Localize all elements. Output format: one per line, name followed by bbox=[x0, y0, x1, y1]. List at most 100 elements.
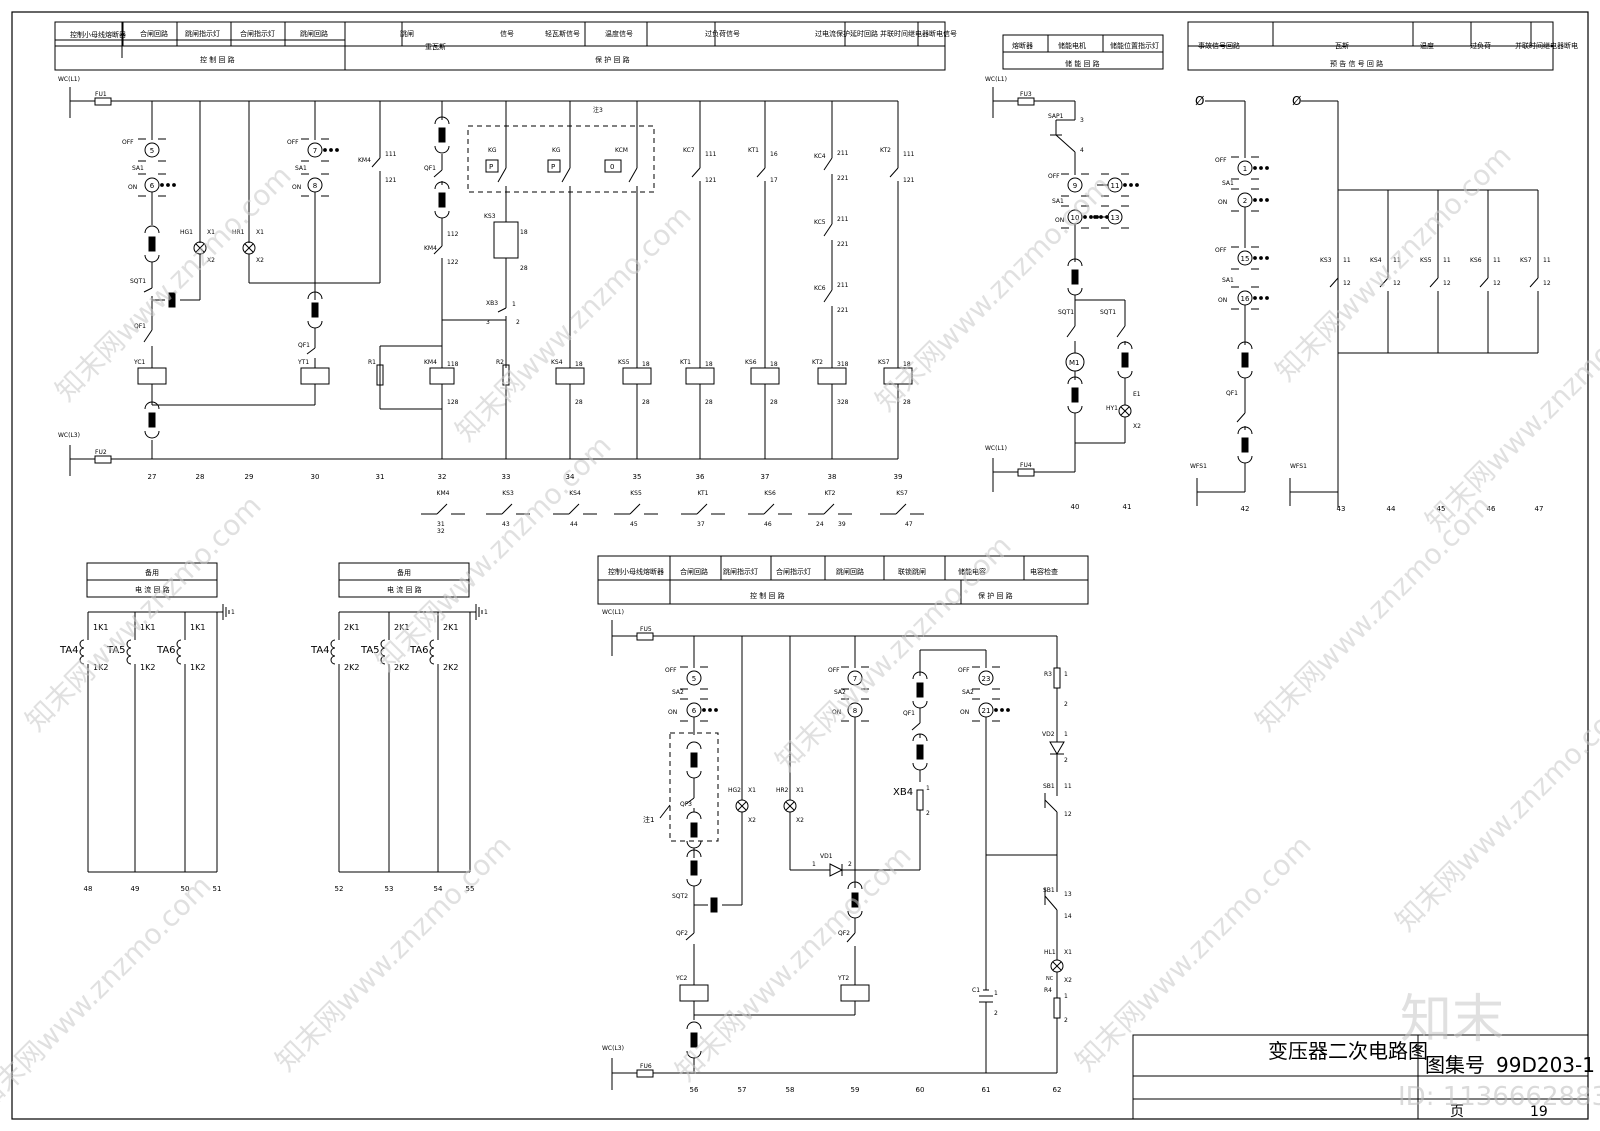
switch-contact bbox=[1067, 177, 1083, 193]
header-cell: 并联时间继电器断电信号 bbox=[880, 29, 957, 38]
label: SQT2 bbox=[672, 893, 688, 900]
label: QF2 bbox=[676, 930, 688, 937]
ct-label: TA5 bbox=[106, 645, 126, 656]
connector-block bbox=[148, 236, 156, 252]
label: R4 bbox=[1044, 987, 1052, 994]
wire bbox=[737, 801, 747, 811]
watermark-text: 知末网www.znzmo.com bbox=[1389, 689, 1600, 938]
label: 28 bbox=[903, 399, 911, 406]
label: 1K1 bbox=[190, 623, 205, 632]
label: VD2 bbox=[1042, 731, 1055, 738]
dot bbox=[1259, 256, 1263, 260]
label: KS5 bbox=[618, 359, 630, 366]
label: KC4 bbox=[814, 153, 826, 160]
label: YC2 bbox=[675, 975, 688, 982]
bus-label: WFS1 bbox=[1190, 463, 1207, 470]
dot bbox=[1093, 215, 1097, 219]
label: OFF bbox=[1215, 157, 1227, 164]
connector-block bbox=[1121, 352, 1129, 368]
label: 221 bbox=[837, 307, 849, 314]
contact-number: 5 bbox=[150, 147, 154, 155]
wire-number: 58 bbox=[786, 1086, 795, 1094]
label: 1 bbox=[1064, 731, 1068, 738]
header-cell: 过负荷 bbox=[1470, 41, 1491, 50]
label: X2 bbox=[256, 257, 264, 264]
wire bbox=[1044, 895, 1058, 911]
fuse bbox=[636, 632, 654, 641]
wire-number: 47 bbox=[1535, 505, 1544, 513]
label: 221 bbox=[837, 175, 849, 182]
header-cell: 控制小母线熔断器 bbox=[70, 30, 126, 39]
label: 112 bbox=[447, 231, 459, 238]
wire bbox=[195, 243, 205, 253]
section-label: 保 护 回 路 bbox=[978, 591, 1013, 600]
bus-label: WC(L3) bbox=[58, 432, 80, 439]
wire-number: 28 bbox=[196, 473, 205, 481]
label: 211 bbox=[837, 282, 849, 289]
plug-arc bbox=[434, 210, 450, 219]
resistor-r4 bbox=[1053, 997, 1061, 1019]
label: FU5 bbox=[640, 626, 652, 633]
ct-label: TA4 bbox=[59, 645, 79, 656]
label: 1K2 bbox=[93, 663, 108, 672]
label: 2K1 bbox=[443, 623, 458, 632]
plug-arc bbox=[1237, 341, 1253, 350]
label: 1K2 bbox=[140, 663, 155, 672]
label: 17 bbox=[770, 177, 778, 184]
header-cell: 过电流保护延时回路 bbox=[815, 29, 878, 38]
label: 11 bbox=[1343, 257, 1351, 264]
wire-number: 36 bbox=[696, 473, 705, 481]
wire-number: 34 bbox=[566, 473, 575, 481]
label: 18 bbox=[520, 229, 528, 236]
gas-relay-box bbox=[467, 125, 655, 193]
label: X1 bbox=[256, 229, 264, 236]
label: 2 bbox=[994, 1010, 998, 1017]
header-cell: 储能位置指示灯 bbox=[1110, 41, 1159, 50]
contact-number: 6 bbox=[692, 707, 697, 715]
dot bbox=[1083, 215, 1087, 219]
header-cell: 轻瓦斯信号 bbox=[545, 29, 580, 38]
contact-label: KS3 bbox=[502, 490, 514, 497]
label: SA2 bbox=[962, 689, 974, 696]
label: KCM bbox=[615, 147, 628, 154]
label: SA1 bbox=[1222, 277, 1234, 284]
label: KC5 bbox=[814, 219, 826, 226]
label: 18 bbox=[705, 361, 713, 368]
contact-number: 11 bbox=[1111, 182, 1120, 190]
watermark-text: 知末网www.znzmo.com bbox=[0, 869, 218, 1118]
label: SA2 bbox=[672, 689, 684, 696]
label: KM4 bbox=[424, 359, 437, 366]
label: 28 bbox=[575, 399, 583, 406]
ct-label: TA5 bbox=[360, 645, 380, 656]
label: 121 bbox=[903, 177, 915, 184]
label: FU3 bbox=[1020, 91, 1032, 98]
dot bbox=[323, 148, 327, 152]
plug-arc bbox=[1237, 370, 1253, 379]
wire bbox=[1236, 412, 1246, 423]
contact-number: 39 bbox=[838, 521, 846, 528]
ct-winding bbox=[79, 639, 85, 649]
label: 2 bbox=[848, 861, 852, 868]
plug-arc bbox=[307, 291, 323, 300]
label: M1 bbox=[1069, 359, 1080, 367]
wire bbox=[911, 722, 921, 731]
wire-number: 59 bbox=[851, 1086, 860, 1094]
label: 118 bbox=[447, 361, 459, 368]
phi-symbol: Ø bbox=[1292, 94, 1301, 108]
watermark-text: 知末网www.znzmo.com bbox=[1249, 489, 1498, 738]
label: X2 bbox=[207, 257, 215, 264]
plug-arc bbox=[1067, 376, 1083, 385]
dot bbox=[1089, 215, 1093, 219]
wire-number: 38 bbox=[828, 473, 837, 481]
label: R3 bbox=[1044, 671, 1052, 678]
label: 1 bbox=[484, 609, 488, 616]
header-cell: 跳闸 bbox=[400, 29, 414, 38]
label: X1 bbox=[207, 229, 215, 236]
label: 211 bbox=[837, 216, 849, 223]
wire-number: 52 bbox=[335, 885, 344, 893]
device-label: QF1 bbox=[134, 323, 146, 330]
label: 12 bbox=[1543, 280, 1551, 287]
header-cell: 储能电机 bbox=[1058, 41, 1086, 50]
label: ON bbox=[1218, 199, 1227, 206]
connector-block bbox=[438, 192, 446, 208]
